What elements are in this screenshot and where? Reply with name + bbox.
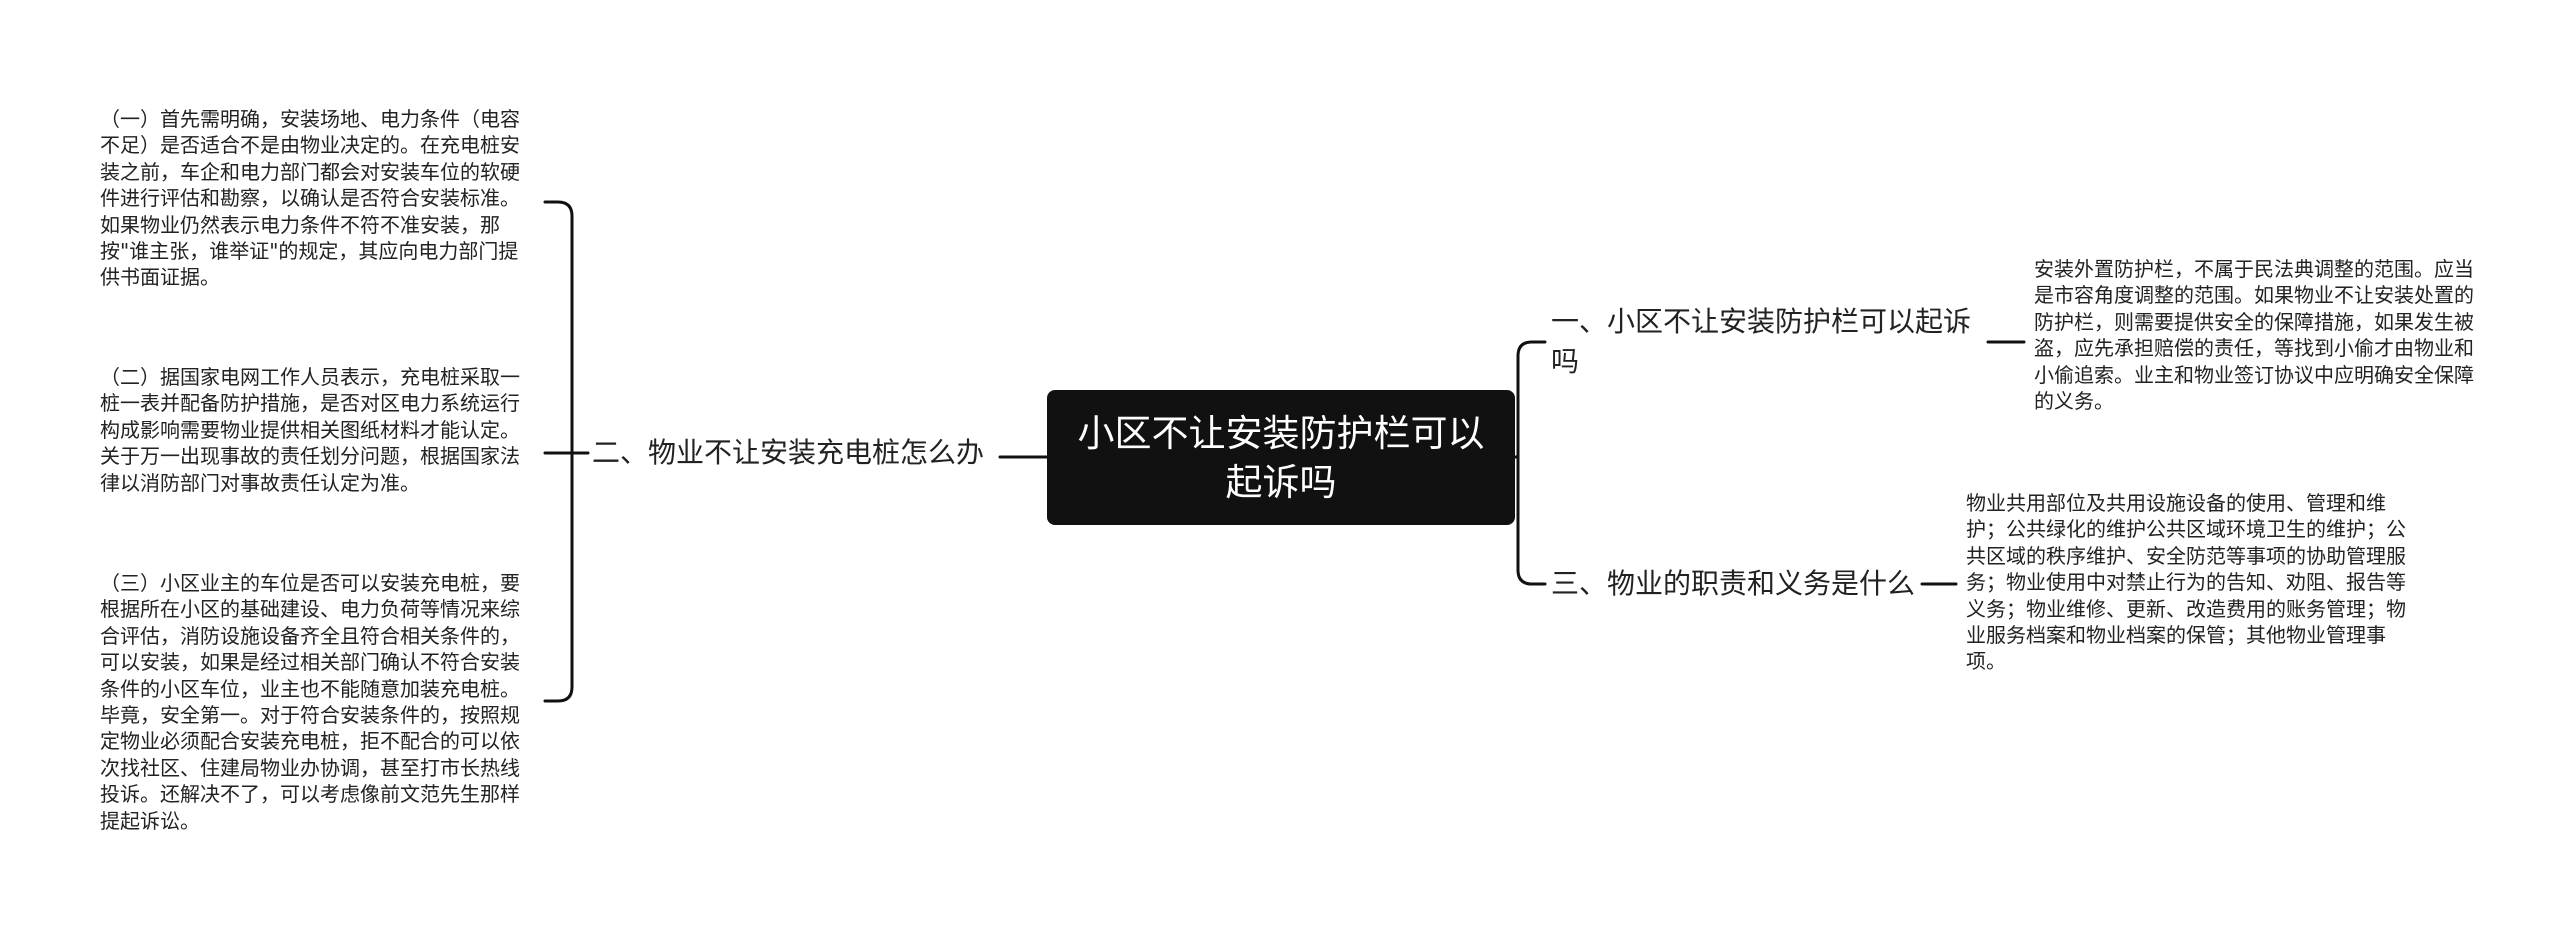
leaf-1-text: 安装外置防护栏，不属于民法典调整的范围。应当是市容角度调整的范围。如果物业不让安…: [2034, 257, 2474, 414]
connector-leaf-2a: [543, 200, 574, 455]
connector-branch-3: [1516, 455, 1547, 586]
root-node[interactable]: 小区不让安装防护栏可以起诉吗: [1047, 390, 1515, 525]
leaf-node-3[interactable]: 物业共用部位及共用设施设备的使用、管理和维护；公共绿化的维护公共区域环境卫生的维…: [1966, 490, 2410, 675]
leaf-node-2c[interactable]: （三）小区业主的车位是否可以安装充电桩，要根据所在小区的基础建设、电力负荷等情况…: [100, 570, 534, 834]
branch-node-3[interactable]: 三、物业的职责和义务是什么: [1551, 564, 1931, 604]
connector-branch-1: [1516, 340, 1547, 459]
branch-2-label: 二、物业不让安装充电桩怎么办: [592, 436, 985, 469]
leaf-node-2a[interactable]: （一）首先需明确，安装场地、电力条件（电容不足）是否适合不是由物业决定的。在充电…: [100, 106, 534, 291]
branch-3-label: 三、物业的职责和义务是什么: [1551, 567, 1916, 600]
branch-node-1[interactable]: 一、小区不让安装防护栏可以起诉吗: [1551, 302, 1991, 382]
leaf-2b-text: （二）据国家电网工作人员表示，充电桩采取一桩一表并配备防护措施，是否对区电力系统…: [100, 365, 520, 495]
leaf-node-2b[interactable]: （二）据国家电网工作人员表示，充电桩采取一桩一表并配备防护措施，是否对区电力系统…: [100, 364, 534, 496]
leaf-2c-text: （三）小区业主的车位是否可以安装充电桩，要根据所在小区的基础建设、电力负荷等情况…: [100, 571, 520, 833]
leaf-2a-text: （一）首先需明确，安装场地、电力条件（电容不足）是否适合不是由物业决定的。在充电…: [100, 107, 520, 290]
leaf-3-text: 物业共用部位及共用设施设备的使用、管理和维护；公共绿化的维护公共区域环境卫生的维…: [1966, 491, 2406, 674]
branch-1-label: 一、小区不让安装防护栏可以起诉吗: [1551, 305, 1972, 378]
branch-node-2[interactable]: 二、物业不让安装充电桩怎么办: [592, 433, 1004, 473]
connector-leaf-2c: [543, 451, 574, 703]
leaf-node-1[interactable]: 安装外置防护栏，不属于民法典调整的范围。应当是市容角度调整的范围。如果物业不让安…: [2034, 256, 2478, 414]
root-title: 小区不让安装防护栏可以起诉吗: [1077, 411, 1485, 504]
